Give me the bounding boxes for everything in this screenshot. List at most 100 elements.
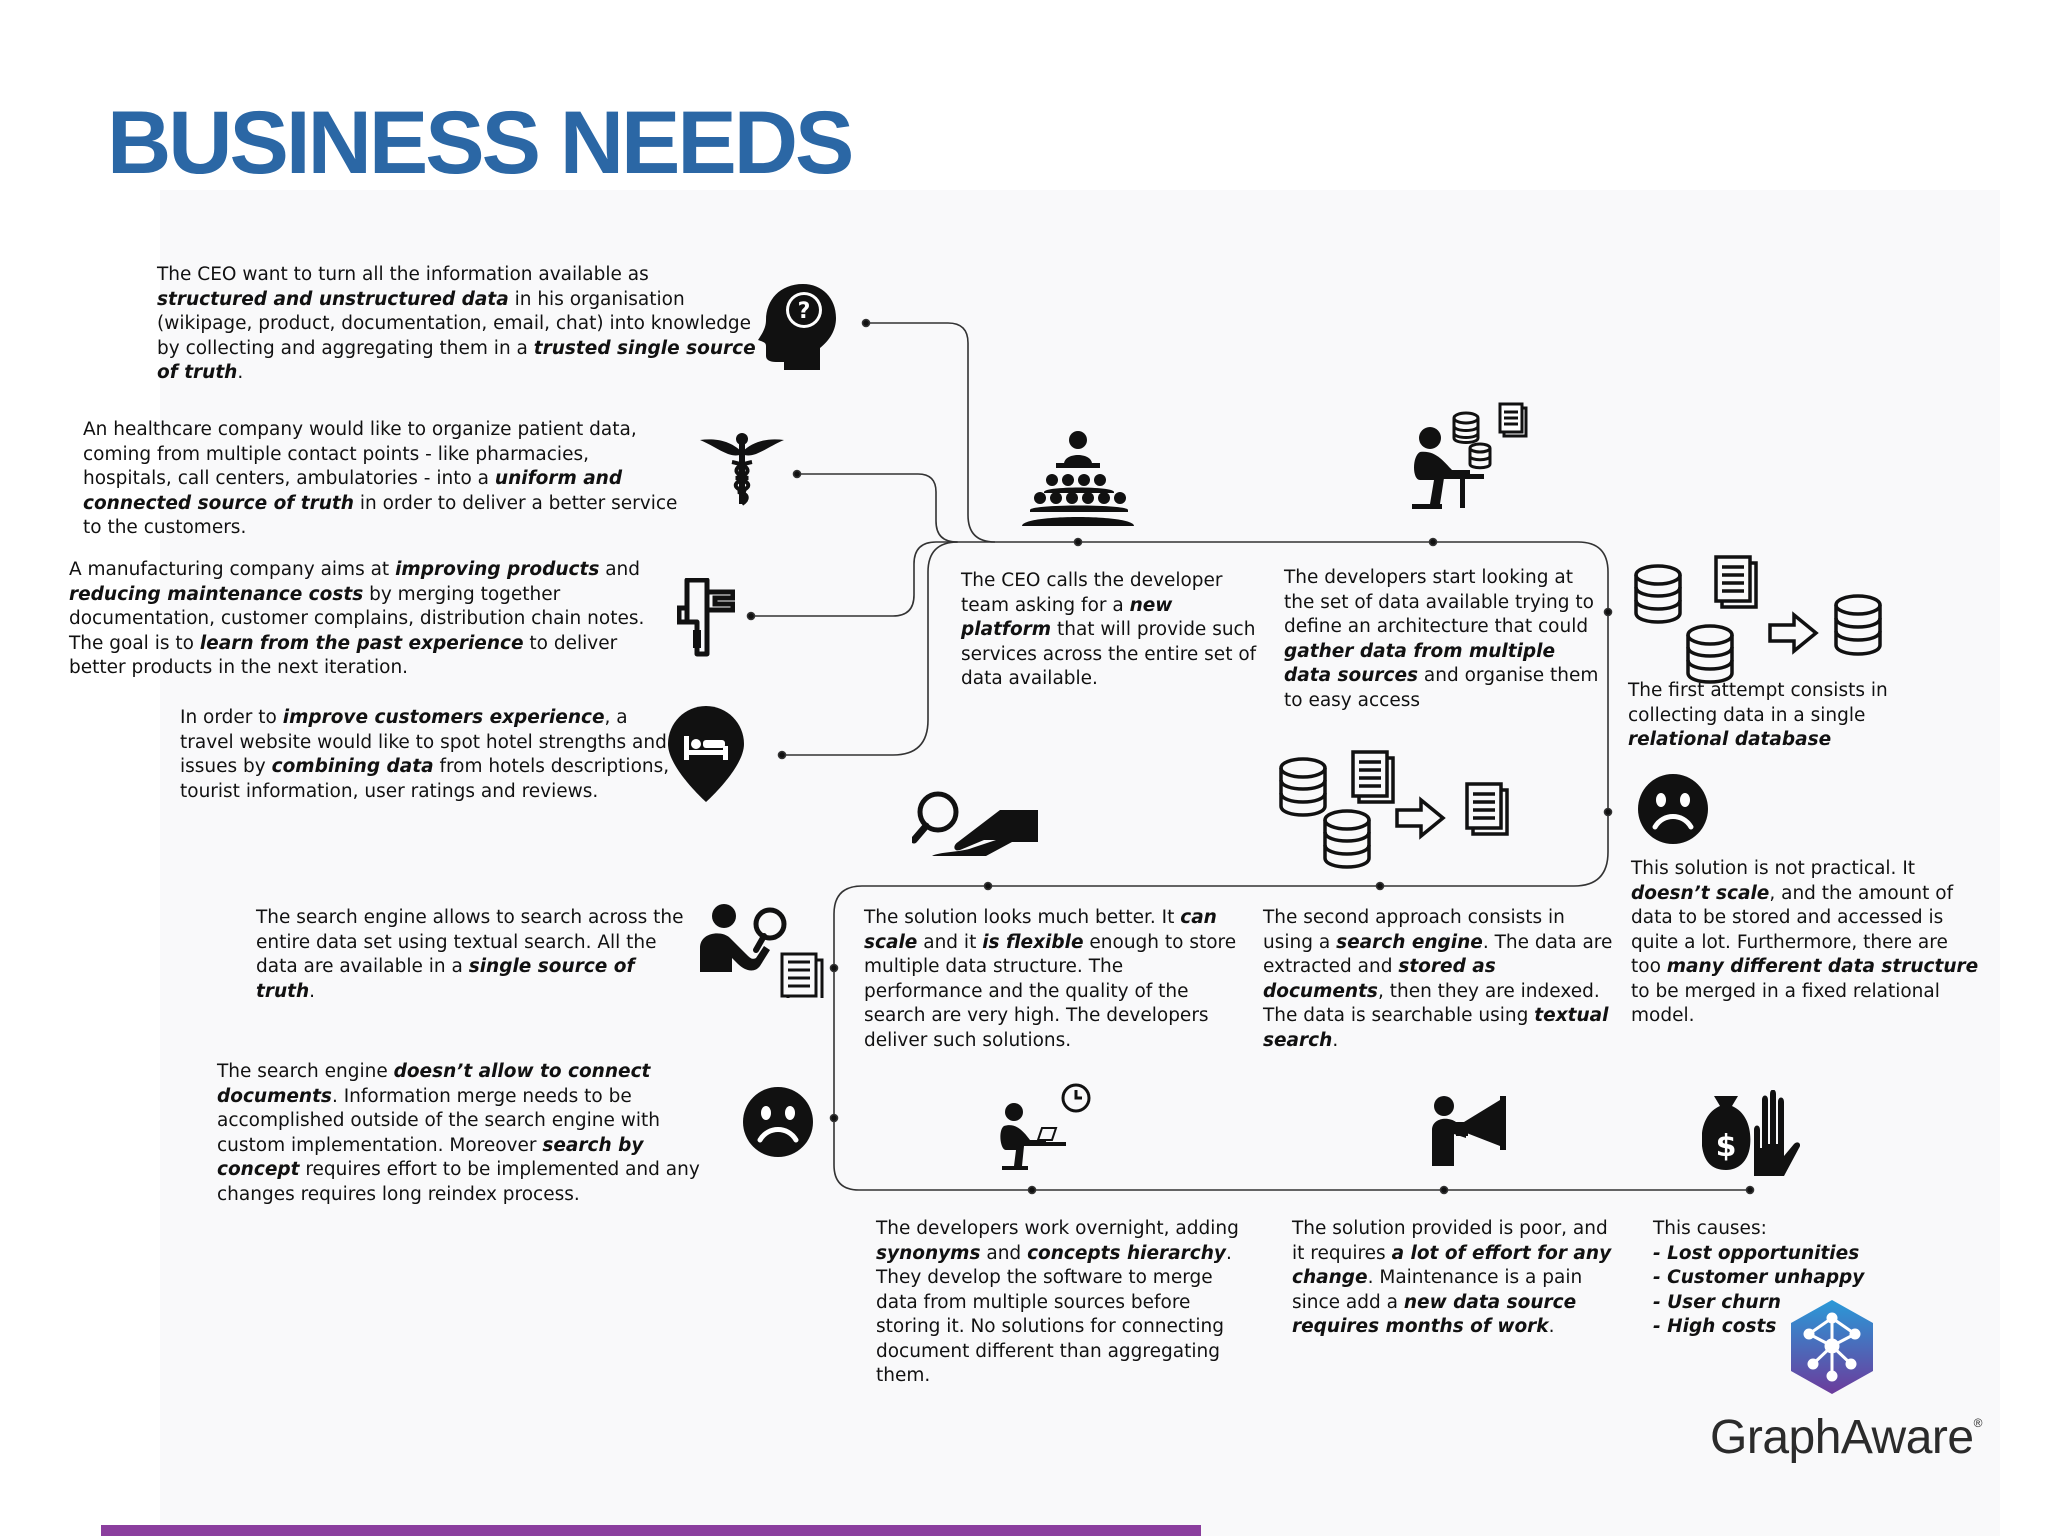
emphasis-text: learn from the past experience <box>199 632 524 654</box>
graphaware-logo-text: GraphAware® <box>1710 1410 1982 1465</box>
second-approach-text: The second approach consists in using a … <box>1263 906 1618 1053</box>
search-allows-text: The search engine allows to search acros… <box>256 906 686 1004</box>
emphasis-text: is flexible <box>982 931 1084 953</box>
sad-face-icon <box>1638 774 1708 844</box>
body-text: and organise them to easy access <box>1284 665 1599 711</box>
looks-better-text: The solution looks much better. It can s… <box>864 906 1244 1053</box>
body-text: The search engine <box>217 1061 394 1082</box>
svg-text:$: $ <box>1716 1129 1737 1164</box>
body-text: and <box>599 559 641 580</box>
logo-part1: Graph <box>1710 1411 1841 1464</box>
emphasis-text: improving products <box>395 559 600 580</box>
emphasis-text: structured and unstructured data <box>157 288 509 310</box>
body-text: by merging together documentation, custo… <box>69 583 645 654</box>
emphasis-text: search engine <box>1336 931 1483 953</box>
connector-manufacturing <box>751 541 937 617</box>
connector-ceo <box>866 322 996 543</box>
emphasis-text: uniform and connected source of truth <box>83 468 623 514</box>
emphasis-text: doesn’t scale <box>1631 882 1770 904</box>
emphasis-text: - Lost opportunities - Customer unhappy … <box>1653 1242 1865 1338</box>
body-text: The solution looks much better. It <box>864 907 1181 928</box>
body-text: , then they are indexed. The data is sea… <box>1263 980 1600 1027</box>
body-text: The developers work overnight, adding <box>876 1218 1239 1239</box>
body-text: The CEO calls the developer team asking … <box>961 570 1223 616</box>
emphasis-text: search by concept <box>217 1134 644 1181</box>
pyramid-team-icon <box>1022 431 1134 526</box>
body-text: . <box>309 980 316 1002</box>
body-text: enough to store multiple data structure.… <box>864 931 1237 1051</box>
body-text: The developers start looking at the set … <box>1284 567 1594 637</box>
body-text: , and the amount of data to be stored an… <box>1631 882 1954 978</box>
travel-text: In order to improve customers experience… <box>180 706 670 804</box>
developer-databases-icon <box>1412 402 1528 509</box>
emphasis-text: stored as documents <box>1263 956 1496 1002</box>
body-text: . <box>1548 1316 1555 1337</box>
money-stop-icon: $ <box>1702 1090 1800 1176</box>
page-title: BUSINESS NEEDS <box>107 92 854 192</box>
emphasis-text: single source of truth <box>256 956 635 1002</box>
emphasis-text: doesn’t allow to connect documents <box>217 1061 651 1107</box>
emphasis-text: new platform <box>961 594 1173 641</box>
emphasis-text: improve customers experience <box>282 707 605 728</box>
body-text: . They develop the software to merge dat… <box>876 1242 1232 1387</box>
devs-start-text: The developers start looking at the set … <box>1284 566 1604 713</box>
caliper-icon <box>677 578 735 657</box>
developer-clock-icon <box>1000 1083 1091 1170</box>
body-text: . The data are extracted and <box>1263 931 1613 978</box>
body-text: in order to deliver a better service to … <box>83 492 678 539</box>
graphaware-logo-icon <box>1791 1300 1873 1394</box>
body-text: The solution provided is poor, and it re… <box>1292 1218 1608 1264</box>
connector-healthcare <box>797 473 958 543</box>
logo-reg-mark: ® <box>1973 1416 1983 1430</box>
search-hand-icon <box>912 791 1038 856</box>
body-text: The first attempt consists in collecting… <box>1628 680 1888 726</box>
body-text: An healthcare company would like to orga… <box>83 419 637 489</box>
svg-text:?: ? <box>798 299 811 324</box>
causes-text: This causes: - Lost opportunities - Cust… <box>1653 1217 1913 1340</box>
body-text: The second approach consists in using a <box>1263 907 1565 953</box>
body-text: from hotels descriptions, tourist inform… <box>180 756 670 802</box>
body-text: The CEO want to turn all the information… <box>157 264 649 285</box>
healthcare-text: An healthcare company would like to orga… <box>83 418 683 541</box>
body-text: A manufacturing company aims at <box>69 559 396 580</box>
body-text: , a travel website would like to spot ho… <box>180 707 667 777</box>
emphasis-text: new data source requires months of work <box>1292 1291 1577 1338</box>
body-text: in his organisation (wikipage, product, … <box>157 288 752 359</box>
head-question-icon: ? <box>758 284 836 370</box>
emphasis-text: reducing maintenance costs <box>69 583 364 605</box>
body-text: . Maintenance is a pain since add a <box>1292 1267 1583 1313</box>
manufacturing-text: A manufacturing company aims at improvin… <box>69 558 659 681</box>
body-text: . Information merge needs to be accompli… <box>217 1085 661 1156</box>
body-text: In order to <box>180 707 283 728</box>
not-practical-text: This solution is not practical. It doesn… <box>1631 857 1981 1029</box>
logo-part2: Aware <box>1840 1411 1974 1464</box>
connector-main-top <box>833 541 1752 1191</box>
hotel-pin-icon <box>668 706 744 802</box>
body-text: that will provide such services across t… <box>961 619 1257 689</box>
body-text: The search engine allows to search acros… <box>256 907 684 977</box>
ceo-need-text: The CEO want to turn all the information… <box>157 263 757 386</box>
megaphone-person-icon <box>1432 1096 1506 1166</box>
body-text: This causes: <box>1653 1218 1767 1239</box>
poor-text: The solution provided is poor, and it re… <box>1292 1217 1622 1340</box>
body-text: . <box>237 362 244 383</box>
search-not-allow-text: The search engine doesn’t allow to conne… <box>217 1060 727 1207</box>
bottom-accent-bar <box>101 1525 1201 1536</box>
first-attempt-text: The first attempt consists in collecting… <box>1628 679 1888 753</box>
connector-travel <box>782 541 959 756</box>
emphasis-text: can scale <box>864 907 1217 953</box>
ceo-calls-text: The CEO calls the developer team asking … <box>961 569 1257 692</box>
body-text: to deliver better products in the next i… <box>69 632 618 679</box>
caduceus-icon <box>700 433 784 506</box>
emphasis-text: synonyms <box>876 1242 981 1264</box>
overnight-text: The developers work overnight, adding sy… <box>876 1217 1256 1389</box>
databases-to-document-icon <box>1279 750 1509 869</box>
emphasis-text: many different data structure <box>1666 956 1979 977</box>
emphasis-text: relational database <box>1628 729 1832 750</box>
content-panel <box>160 190 2000 1536</box>
databases-to-database-icon <box>1634 555 1882 684</box>
emphasis-text: gather data from multiple data sources <box>1284 640 1556 687</box>
emphasis-text: a lot of effort for any change <box>1292 1242 1612 1289</box>
emphasis-text: combining data <box>271 756 434 777</box>
